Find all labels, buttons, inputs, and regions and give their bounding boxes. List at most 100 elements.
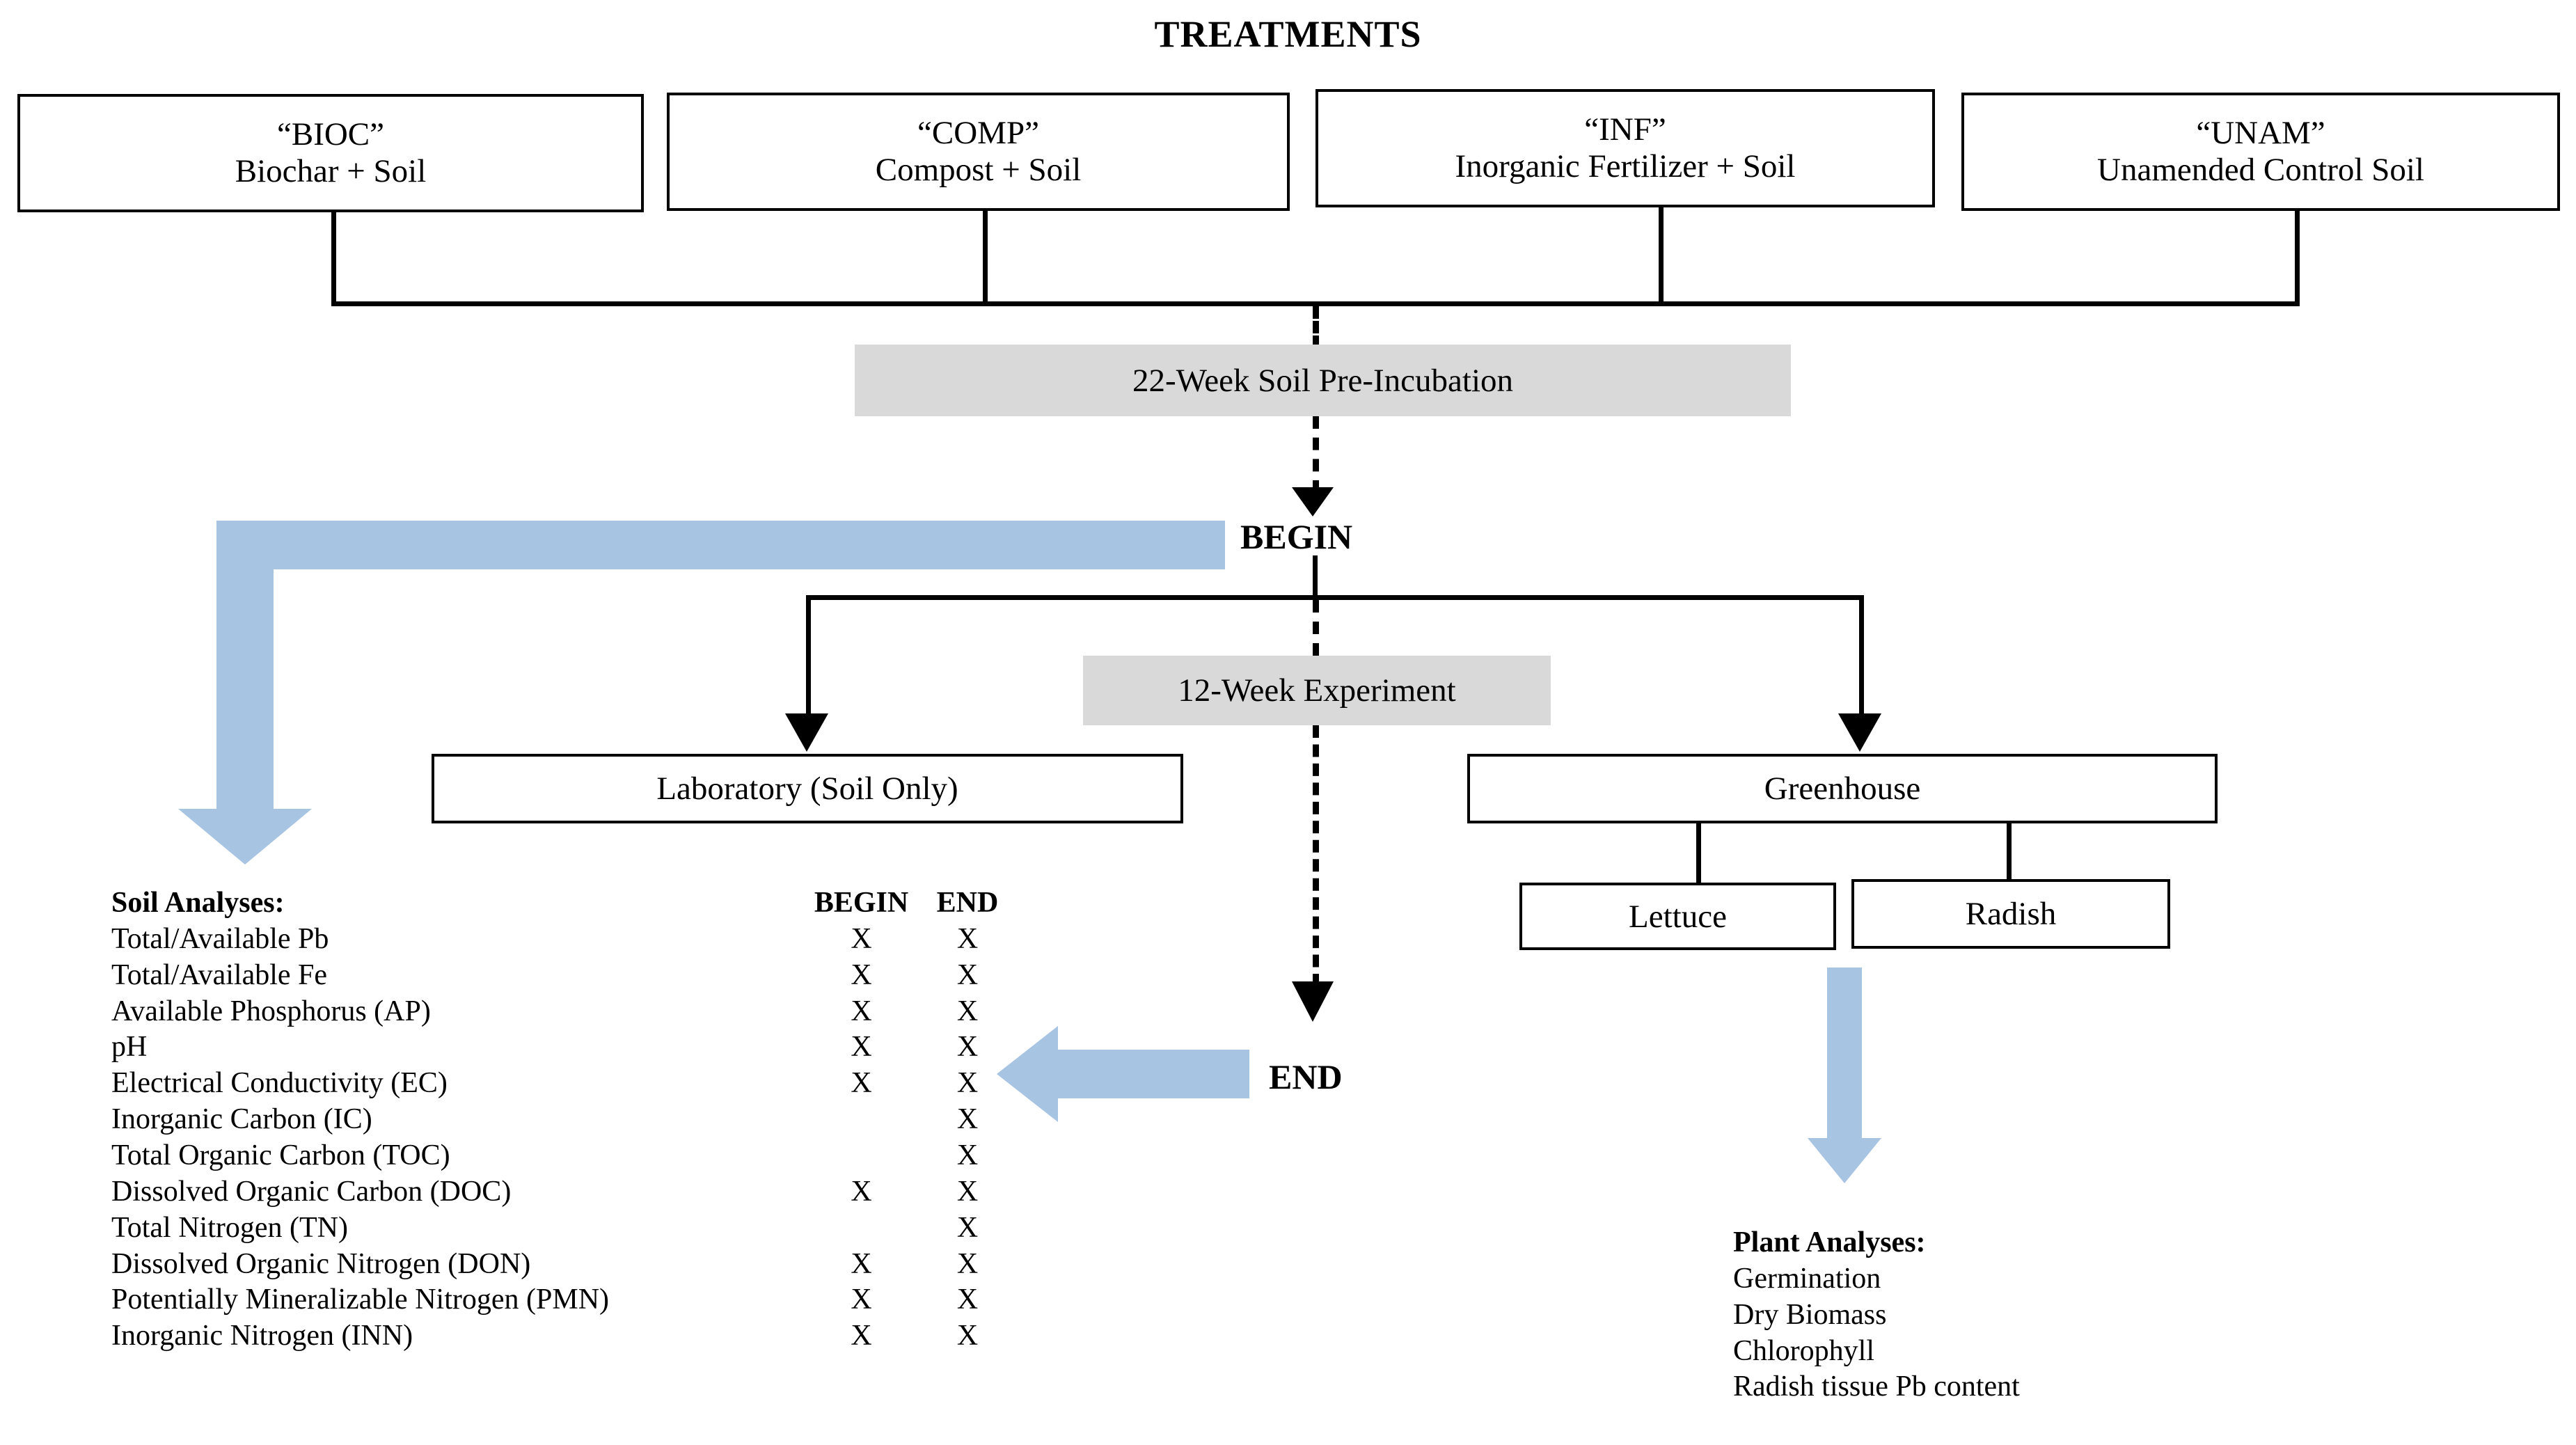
list-item: Chlorophyll	[1733, 1334, 1875, 1367]
analysis-begin-mark: X	[851, 1284, 872, 1316]
analysis-begin-mark: X	[851, 922, 872, 955]
list-item: Dry Biomass	[1733, 1298, 1887, 1331]
analysis-end-mark: X	[956, 1320, 979, 1352]
column-header-begin: BEGIN	[814, 887, 909, 919]
table-row: Total Nitrogen (TN) X	[111, 1210, 1100, 1247]
table-row: Dissolved Organic Carbon (DOC) X X	[111, 1174, 1100, 1210]
table-row: Potentially Mineralizable Nitrogen (PMN)…	[111, 1282, 1100, 1318]
crop-label: Lettuce	[1629, 898, 1727, 935]
branch-label: Laboratory (Soil Only)	[656, 771, 958, 807]
connector-greenhouse-to-lettuce	[1696, 823, 1701, 885]
plant-analyses-list: Plant Analyses: Germination Dry Biomass …	[1733, 1225, 2360, 1405]
analysis-name: Electrical Conductivity (EC)	[111, 1067, 448, 1100]
arrowhead-down-to-laboratory	[785, 713, 828, 752]
analysis-end-mark: X	[956, 1139, 979, 1172]
connector-branch-right-down	[1859, 595, 1864, 717]
analysis-name: Total/Available Fe	[111, 958, 328, 991]
connector-manifold-bar	[331, 301, 2300, 306]
analysis-end-mark: X	[956, 1175, 979, 1208]
connector-comp-down	[983, 211, 988, 306]
analysis-end-mark: X	[956, 922, 979, 955]
analysis-name: Total Organic Carbon (TOC)	[111, 1139, 450, 1172]
analysis-begin-mark: X	[851, 1320, 872, 1352]
treatment-code: “INF”	[1584, 111, 1666, 148]
connector-branch-left-down	[806, 595, 811, 717]
branch-box-greenhouse[interactable]: Greenhouse	[1467, 754, 2218, 823]
treatment-code: “COMP”	[917, 115, 1039, 152]
analysis-end-mark: X	[956, 1211, 979, 1244]
page-title: TREATMENTS	[1154, 13, 1422, 55]
analysis-end-mark: X	[956, 1284, 979, 1316]
connector-branch-bar	[806, 595, 1864, 600]
analysis-end-mark: X	[956, 995, 979, 1027]
table-row: Dissolved Organic Nitrogen (DON) X X	[111, 1247, 1100, 1283]
list-item: Germination	[1733, 1262, 1881, 1295]
table-row: pH X X	[111, 1029, 1100, 1066]
treatment-code: “BIOC”	[276, 116, 384, 153]
analysis-end-mark: X	[956, 1247, 979, 1280]
analysis-name: Total Nitrogen (TN)	[111, 1211, 348, 1244]
treatment-description: Unamended Control Soil	[2097, 152, 2424, 188]
plant-analyses-heading: Plant Analyses:	[1733, 1226, 1926, 1258]
table-row: Electrical Conductivity (EC) X X	[111, 1066, 1100, 1102]
soil-analyses-header-row: Soil Analyses: BEGIN END	[111, 885, 1100, 922]
analysis-name: Dissolved Organic Carbon (DOC)	[111, 1175, 512, 1208]
table-row: Total Organic Carbon (TOC) X	[111, 1138, 1100, 1174]
arrowhead-down-to-end	[1292, 981, 1334, 1022]
analysis-name: Inorganic Nitrogen (INN)	[111, 1320, 413, 1352]
table-row: Inorganic Carbon (IC) X	[111, 1102, 1100, 1138]
table-row: Total/Available Pb X X	[111, 922, 1100, 958]
treatment-description: Compost + Soil	[875, 152, 1082, 188]
analysis-name: Total/Available Pb	[111, 922, 329, 955]
table-row: Total/Available Fe X X	[111, 958, 1100, 994]
treatment-description: Biochar + Soil	[235, 153, 427, 189]
treatment-box-comp[interactable]: “COMP” Compost + Soil	[667, 93, 1290, 211]
connector-dashed-to-preincubation	[1313, 306, 1319, 348]
blue-arrow-crops-to-plant-analyses	[1808, 968, 1881, 1183]
column-header-end: END	[936, 887, 999, 919]
marker-begin-label: BEGIN	[1240, 517, 1353, 556]
branch-label: Greenhouse	[1764, 771, 1921, 807]
treatment-box-bioc[interactable]: “BIOC” Biochar + Soil	[17, 94, 644, 212]
analysis-end-mark: X	[956, 1067, 979, 1100]
crop-label: Radish	[1965, 896, 2057, 932]
treatment-description: Inorganic Fertilizer + Soil	[1455, 148, 1796, 184]
connector-dashed-to-begin	[1313, 416, 1319, 493]
analysis-name: pH	[111, 1031, 148, 1064]
analysis-name: Dissolved Organic Nitrogen (DON)	[111, 1247, 531, 1280]
treatment-box-inf[interactable]: “INF” Inorganic Fertilizer + Soil	[1315, 89, 1935, 207]
analysis-end-mark: X	[956, 1103, 979, 1136]
marker-end-label: END	[1269, 1057, 1343, 1096]
analysis-end-mark: X	[956, 1031, 979, 1064]
crop-box-lettuce[interactable]: Lettuce	[1519, 883, 1836, 950]
soil-analyses-heading: Soil Analyses:	[111, 887, 285, 919]
list-item: Radish tissue Pb content	[1733, 1371, 2020, 1403]
analysis-begin-mark: X	[851, 1175, 872, 1208]
connector-inf-down	[1659, 207, 1664, 306]
connector-greenhouse-to-radish	[2007, 823, 2012, 885]
analysis-begin-mark: X	[851, 1031, 872, 1064]
connector-begin-down	[1313, 555, 1318, 597]
analysis-name: Available Phosphorus (AP)	[111, 995, 431, 1027]
analysis-begin-mark: X	[851, 958, 872, 991]
analysis-name: Inorganic Carbon (IC)	[111, 1103, 372, 1136]
connector-bioc-down	[331, 212, 336, 306]
analysis-end-mark: X	[956, 958, 979, 991]
connector-dashed-experiment-lower	[1313, 725, 1319, 986]
analysis-begin-mark: X	[851, 995, 872, 1027]
analysis-begin-mark: X	[851, 1067, 872, 1100]
stage-pre-incubation: 22-Week Soil Pre-Incubation	[855, 345, 1791, 416]
table-row: Available Phosphorus (AP) X X	[111, 994, 1100, 1030]
arrowhead-down-to-greenhouse	[1838, 713, 1881, 752]
stage-label: 12-Week Experiment	[1178, 672, 1456, 709]
stage-label: 22-Week Soil Pre-Incubation	[1132, 362, 1514, 399]
analysis-name: Potentially Mineralizable Nitrogen (PMN)	[111, 1284, 610, 1316]
connector-unam-down	[2295, 211, 2300, 306]
treatment-code: “UNAM”	[2196, 115, 2325, 152]
crop-box-radish[interactable]: Radish	[1851, 879, 2170, 949]
connector-dashed-experiment-upper	[1313, 600, 1319, 656]
stage-experiment: 12-Week Experiment	[1083, 656, 1551, 725]
branch-box-laboratory[interactable]: Laboratory (Soil Only)	[432, 754, 1183, 823]
treatment-box-unam[interactable]: “UNAM” Unamended Control Soil	[1961, 93, 2560, 211]
